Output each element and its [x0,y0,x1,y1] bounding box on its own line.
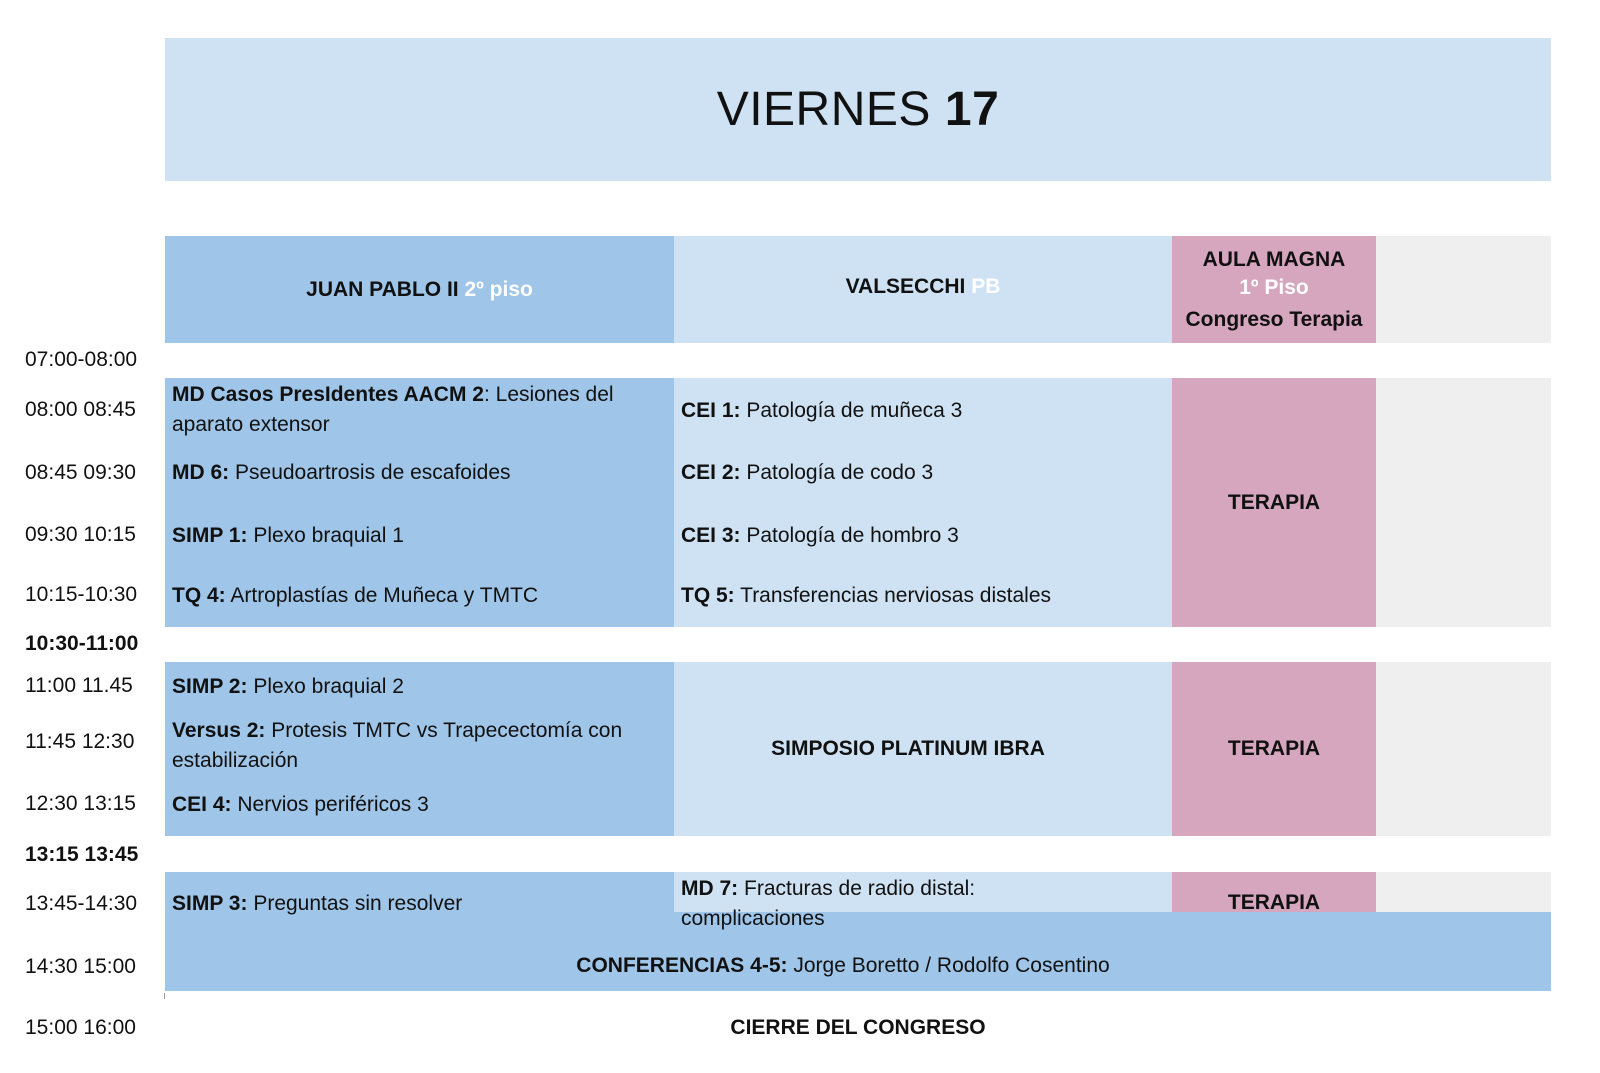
time-slot: 11:00 11.45 [25,674,133,697]
day-date: 17 [944,83,1000,136]
juan-pablo-session: SIMP 2: Plexo braquial 2 [172,675,404,698]
room-floor: 1º Piso [1239,275,1309,299]
empty-column-block-2 [1376,662,1551,836]
valsecchi-session-simposio: SIMPOSIO PLATINUM IBRA [674,662,1172,836]
closing-label: CIERRE DEL CONGRESO [730,1016,986,1039]
aula-block-3: TERAPIA [1172,872,1376,912]
juan-pablo-session: CEI 4: Nervios periféricos 3 [172,793,429,816]
time-slot: 09:30 10:15 [25,523,136,546]
conferencias-code: CONFERENCIAS 4-5: [576,954,788,977]
time-slot: 15:00 16:00 [25,1016,136,1039]
valsecchi-session: MD 7: Fracturas de radio distal: complic… [681,877,976,930]
valsecchi-session: TQ 5: Transferencias nerviosas distales [681,584,1051,607]
valsecchi-session: CEI 1: Patología de muñeca 3 [681,399,963,422]
room-floor: 2º piso [464,277,533,301]
time-slot: 13:45-14:30 [25,892,138,915]
empty-column-block-1 [1376,378,1551,627]
aula-session: TERAPIA [1227,891,1321,912]
valsecchi-session: CEI 2: Patología de codo 3 [681,461,934,484]
valsecchi-block-3 [674,872,1172,912]
time-slot: 07:00-08:00 [25,348,138,371]
divider-tick [164,993,165,999]
juan-pablo-block-1 [165,378,674,627]
conferencias-speakers: Jorge Boretto / Rodolfo Cosentino [793,954,1110,977]
juan-pablo-session: MD 6: Pseudoartrosis de escafoides [172,461,511,484]
room-name: VALSECCHI [845,274,966,298]
room-floor: PB [971,274,1001,298]
juan-pablo-session: Versus 2: Protesis TMTC vs Trapecectomía… [172,719,623,772]
time-slot: 11:45 12:30 [25,730,135,753]
room-header-juan-pablo: JUAN PABLO II 2º piso [165,236,674,343]
conferencias-bar [165,912,1551,991]
time-slot: 08:00 08:45 [25,398,136,421]
juan-pablo-block-3 [165,872,674,912]
day-name: VIERNES [716,83,931,136]
room-name: AULA MAGNA [1202,247,1346,271]
juan-pablo-block-2 [165,662,674,836]
time-slot: 08:45 09:30 [25,461,136,484]
aula-session: TERAPIA [1172,662,1376,836]
time-slot: 13:15 13:45 [25,843,139,866]
time-slot: 10:30-11:00 [25,632,139,655]
time-slot: 12:30 13:15 [25,792,136,815]
empty-column-header [1376,236,1551,343]
empty-column-block-3 [1376,872,1551,912]
juan-pablo-session: SIMP 1: Plexo braquial 1 [172,524,404,547]
juan-pablo-session: TQ 4: Artroplastías de Muñeca y TMTC [172,584,539,607]
room-note: Congreso Terapia [1185,307,1363,331]
time-slot: 14:30 15:00 [25,955,136,978]
room-name: JUAN PABLO II [306,277,459,301]
time-slot: 10:15-10:30 [25,583,138,606]
juan-pablo-session: MD Casos PresIdentes AACM 2: Lesiones de… [172,383,614,436]
day-title-banner: VIERNES 17 [165,38,1551,181]
valsecchi-session: CEI 3: Patología de hombro 3 [681,524,959,547]
aula-session: TERAPIA [1172,378,1376,627]
room-header-aula-magna: AULA MAGNA 1º Piso Congreso Terapia [1172,236,1376,343]
juan-pablo-session: SIMP 3: Preguntas sin resolver [172,892,463,915]
valsecchi-block-1 [674,378,1172,627]
conferencias-label: CONFERENCIAS 4-5: Jorge Boretto / Rodolf… [165,950,1551,982]
room-header-valsecchi: VALSECCHI PB [674,236,1172,343]
